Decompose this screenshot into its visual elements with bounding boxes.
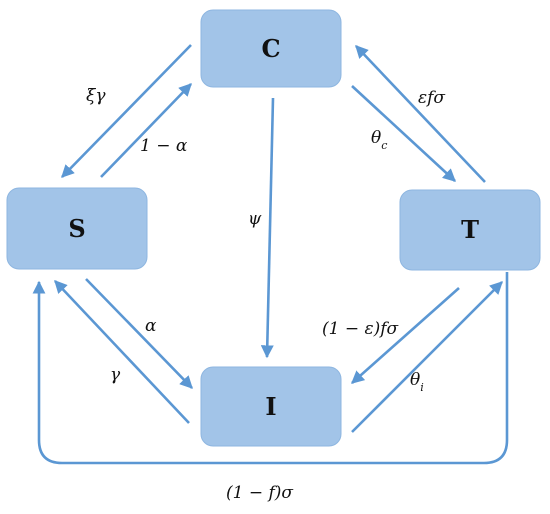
label-t-to-s: (1 − f)σ — [226, 483, 293, 503]
node-c-label: C — [261, 34, 280, 63]
edge-c-to-i — [260, 97, 275, 359]
node-t: T — [399, 189, 541, 271]
edge-s-to-c — [100, 83, 192, 178]
edge-i-to-t — [351, 281, 503, 433]
node-i-label: I — [265, 392, 276, 421]
label-i-to-s: γ — [110, 365, 121, 385]
label-s-to-i: α — [145, 316, 157, 336]
edge-c-to-t — [351, 85, 456, 182]
label-c-to-t-subscript: c — [381, 139, 387, 152]
label-c-to-s: ξγ — [86, 86, 106, 106]
label-t-to-c: εfσ — [418, 88, 445, 108]
node-c-box — [200, 9, 342, 88]
edge-t-to-s — [32, 272, 509, 465]
node-t-label: T — [461, 215, 479, 244]
label-c-to-t: θc — [371, 128, 387, 152]
label-i-to-t-symbol: θ — [410, 370, 420, 390]
node-c: C — [200, 9, 342, 88]
edge-t-to-i — [351, 287, 460, 384]
node-t-box — [399, 189, 541, 271]
label-s-to-c: 1 − α — [140, 136, 188, 156]
node-i: I — [200, 366, 342, 447]
edge-i-to-s — [54, 280, 190, 424]
label-c-to-t-symbol: θ — [371, 128, 381, 148]
edge-s-to-i — [85, 278, 193, 389]
edge-c-to-s — [61, 44, 192, 178]
node-s: S — [6, 187, 148, 270]
label-i-to-t-subscript: i — [420, 381, 424, 394]
node-i-box — [200, 366, 342, 447]
edge-t-to-c — [355, 45, 486, 183]
label-t-to-i: (1 − ε)fσ — [322, 319, 399, 339]
node-s-label: S — [68, 214, 85, 243]
label-c-to-i: ψ — [248, 209, 262, 229]
label-i-to-t: θi — [410, 370, 424, 394]
node-s-box — [6, 187, 148, 270]
